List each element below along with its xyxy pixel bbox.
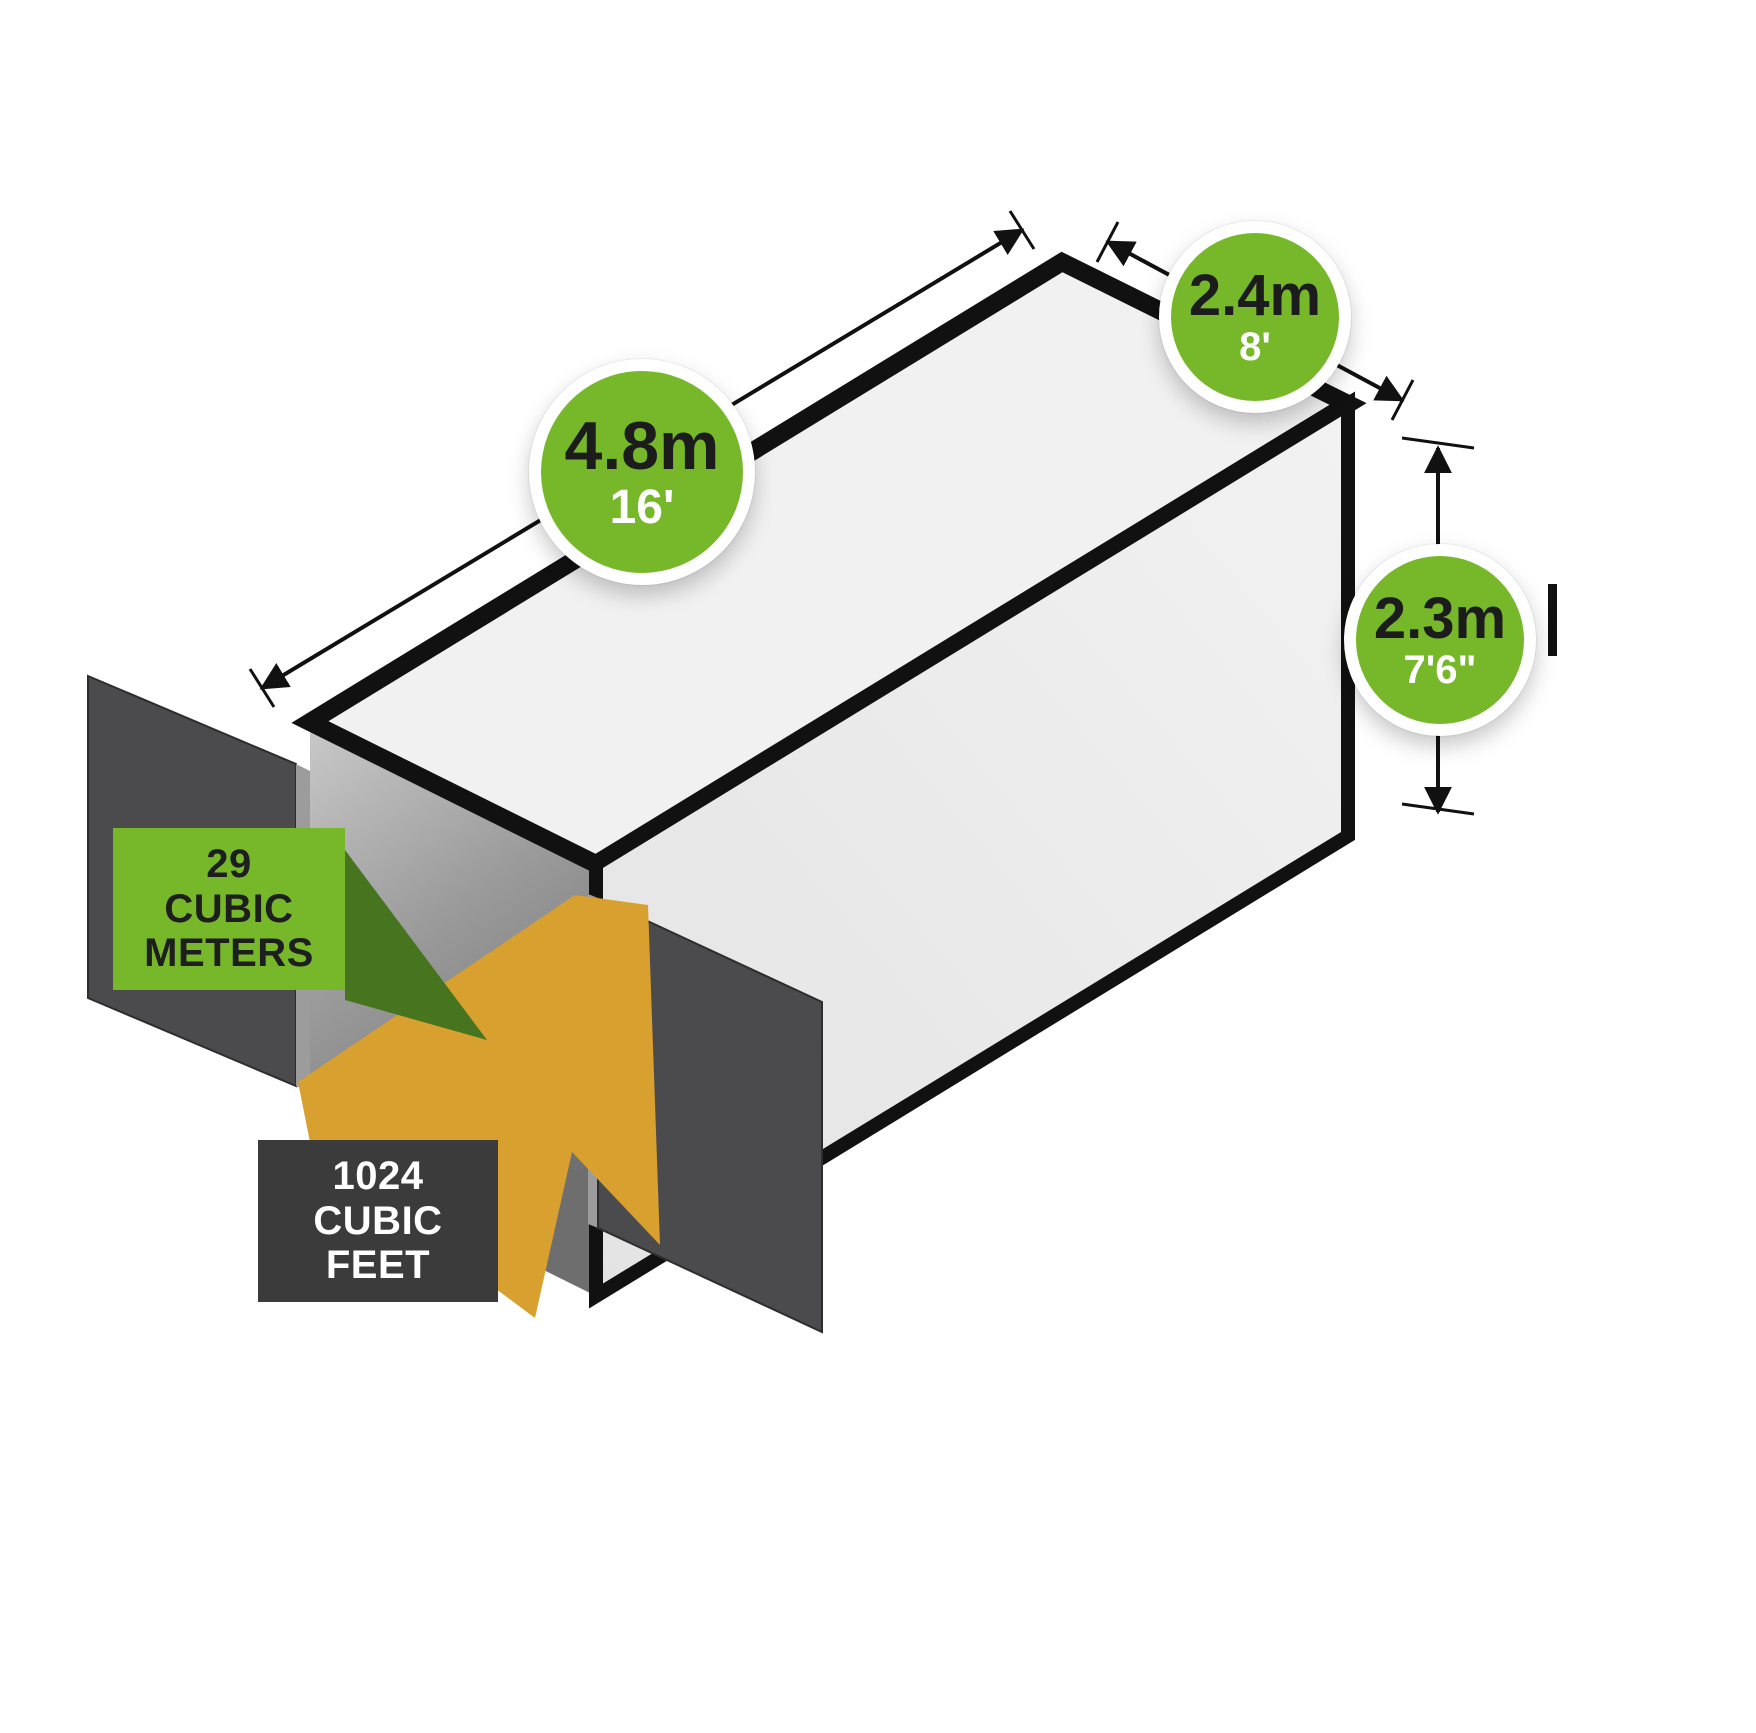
metric-volume-unit-line1: CUBIC (164, 886, 294, 931)
label-fold-triangle (345, 850, 487, 1040)
length-badge: 4.8m 16' (529, 359, 755, 585)
height-badge: 2.3m 7'6" (1344, 544, 1536, 736)
imperial-volume-unit-line2: FEET (325, 1243, 431, 1288)
metric-volume-value: 29 (206, 841, 252, 886)
width-metric-value: 2.4m (1188, 262, 1322, 328)
imperial-volume-label: 1024 CUBIC FEET (258, 1140, 498, 1302)
height-metric-value: 2.3m (1373, 585, 1507, 651)
container-floor-arrow (298, 895, 660, 1318)
imperial-volume-value: 1024 (332, 1153, 424, 1198)
length-imperial-value: 16' (609, 480, 675, 534)
height-imperial-value: 7'6" (1403, 648, 1477, 693)
width-imperial-value: 8' (1239, 325, 1271, 370)
metric-volume-unit-line2: METERS (144, 931, 314, 976)
width-badge: 2.4m 8' (1159, 221, 1351, 413)
imperial-volume-unit-line1: CUBIC (313, 1198, 443, 1243)
length-metric-value: 4.8m (564, 408, 720, 485)
metric-volume-label: 29 CUBIC METERS (113, 828, 345, 990)
right-edge-mark (1548, 584, 1557, 656)
